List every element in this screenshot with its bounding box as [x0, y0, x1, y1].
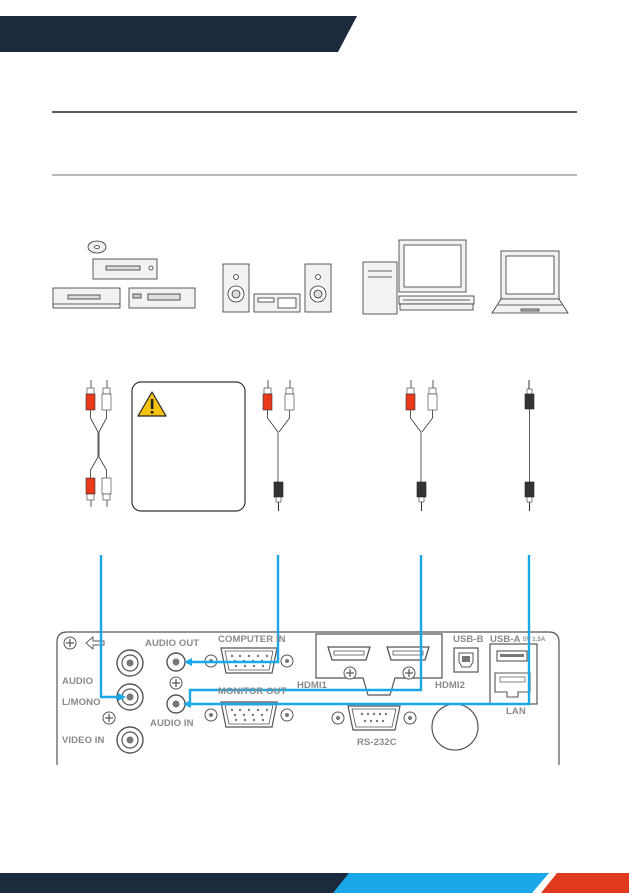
footer-accent-blue: [333, 873, 549, 893]
rca-to-rca-cable-icon: [85, 380, 112, 507]
stereo-system-icon: [222, 263, 332, 313]
header-bar: [0, 16, 357, 52]
usb-b-label: USB-B: [453, 634, 484, 645]
hdmi1-label: HDMI1: [297, 680, 328, 691]
audio-label: AUDIO: [62, 676, 94, 687]
usb-a-label: USB-A: [490, 634, 521, 645]
video-in-label: VIDEO IN: [62, 735, 105, 746]
desktop-computer-icon: [362, 239, 475, 315]
lan-label: LAN: [506, 706, 526, 717]
projector-panel: [56, 631, 560, 765]
rca-to-minijack-cable-icon: [405, 380, 438, 511]
dvd-vcr-players-icon: [52, 240, 196, 309]
connection-lines: [99, 555, 531, 708]
rs232c-label: RS-232C: [357, 737, 397, 748]
monitor-out-label: MONITOR OUT: [218, 686, 287, 697]
audio-in-label: AUDIO IN: [150, 718, 194, 729]
computer-in-label: COMPUTER IN: [218, 634, 286, 645]
footer-bar: [0, 873, 357, 893]
audio-out-label: AUDIO OUT: [145, 638, 200, 649]
minijack-cable-icon: [524, 380, 535, 511]
rca-to-minijack-cable-icon: [262, 380, 295, 511]
laptop-icon: [491, 250, 569, 314]
warning-triangle-icon: [137, 391, 167, 417]
l-mono-label: L/MONO: [62, 697, 101, 708]
hdmi2-label: HDMI2: [435, 680, 466, 691]
footer-accent-red: [541, 873, 629, 893]
usb-a-spec-label: 5V 1.5A: [523, 637, 546, 643]
